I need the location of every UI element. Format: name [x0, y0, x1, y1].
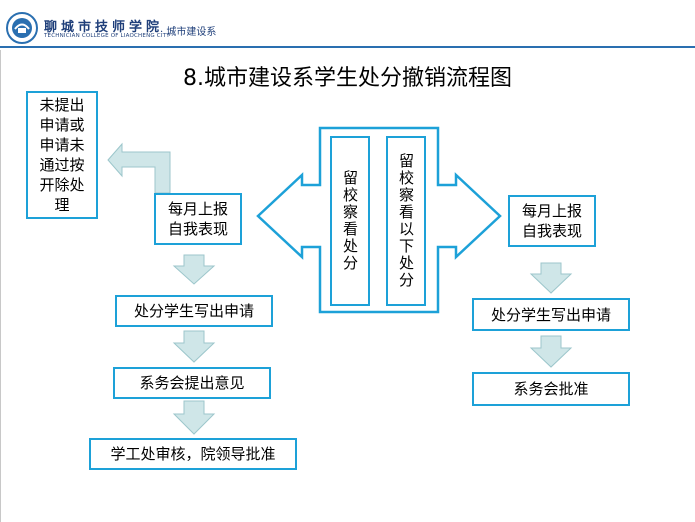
- dept-opinion-label: 系务会提出意见: [139, 374, 245, 392]
- dept-approval-label: 系务会批准: [513, 380, 589, 398]
- slide-left-border: [0, 50, 1, 522]
- left-student-apply-box: 处分学生写出申请: [115, 295, 273, 327]
- right-monthly-report-box: 每月上报 自我表现: [508, 195, 596, 247]
- final-approval-label: 学工处审核，院领导批准: [110, 445, 276, 463]
- down-arrow-right-2: [529, 335, 573, 368]
- school-logo-icon: [6, 12, 38, 44]
- down-arrow-left-1: [172, 254, 216, 285]
- not-applied-label: 未提出 申请或 申请未 通过按 开除处 理: [39, 96, 85, 214]
- double-arrow-shape: [256, 126, 502, 314]
- right-student-apply-box: 处分学生写出申请: [472, 298, 630, 331]
- right-student-apply-label: 处分学生写出申请: [490, 305, 611, 324]
- center-box-below-probation: 留校察看以下处分: [386, 136, 426, 306]
- department-name: · 城市建设系: [160, 27, 217, 38]
- left-student-apply-label: 处分学生写出申请: [133, 302, 254, 320]
- final-approval-box: 学工处审核，院领导批准: [89, 438, 297, 470]
- page-title: 8.城市建设系学生处分撤销流程图: [183, 66, 512, 91]
- down-arrow-right-1: [529, 262, 573, 294]
- down-arrow-left-3: [172, 400, 216, 435]
- not-applied-box: 未提出 申请或 申请未 通过按 开除处 理: [26, 91, 98, 219]
- header-divider: [0, 46, 695, 48]
- school-name-en: TECHNICIAN COLLEGE OF LIAOCHENG CITY: [44, 33, 170, 39]
- down-arrow-left-2: [172, 330, 216, 363]
- dept-opinion-box: 系务会提出意见: [113, 367, 271, 399]
- left-arrow-to-expel: [107, 142, 171, 194]
- left-monthly-report-label: 每月上报 自我表现: [167, 200, 228, 238]
- center-box-probation: 留校察看处分: [330, 136, 370, 306]
- center-box-below-probation-label: 留校察看以下处分: [397, 153, 415, 289]
- right-monthly-report-label: 每月上报 自我表现: [521, 202, 582, 240]
- school-name-cn: 聊城市技师学院: [44, 20, 164, 35]
- center-box-probation-label: 留校察看处分: [341, 170, 359, 272]
- left-monthly-report-box: 每月上报 自我表现: [154, 193, 242, 245]
- dept-approval-box: 系务会批准: [472, 372, 630, 406]
